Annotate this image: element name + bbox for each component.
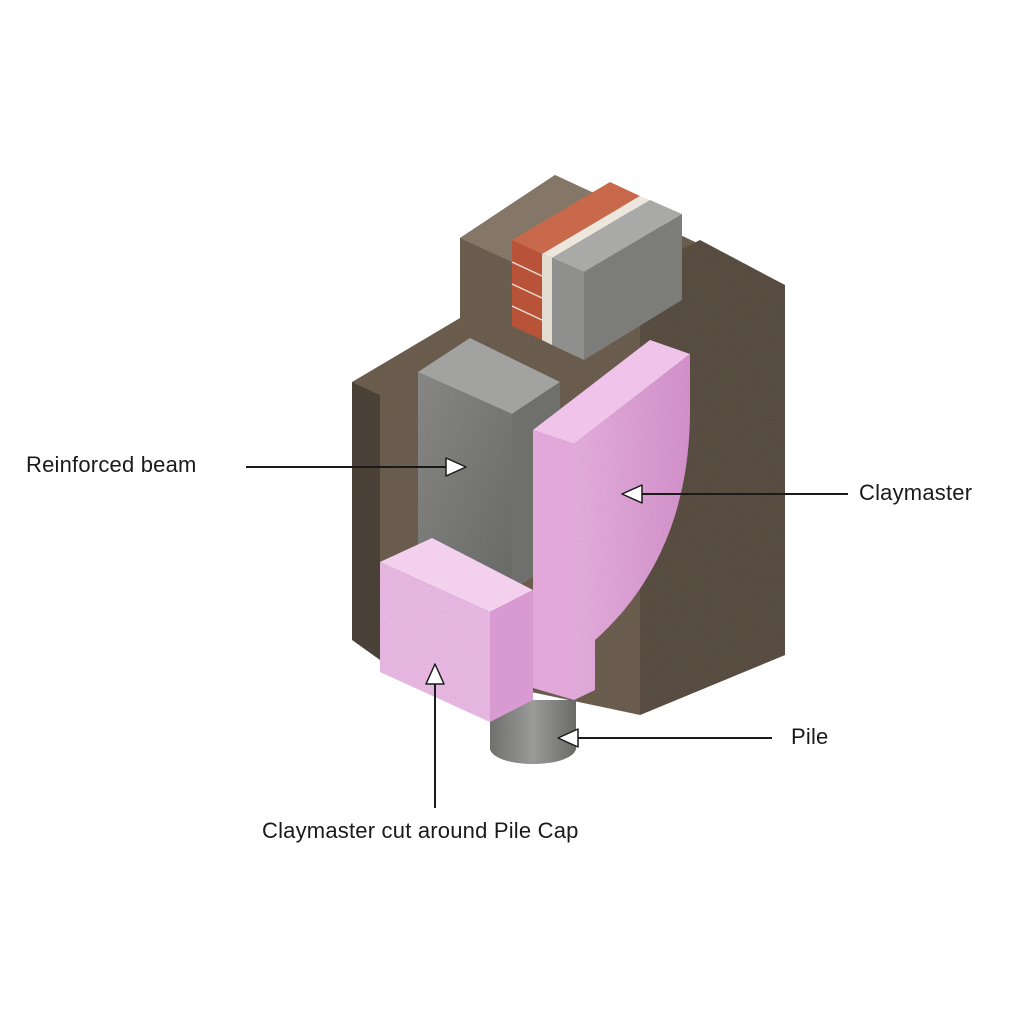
arrowhead-beam <box>445 457 467 477</box>
label-claymaster-cut: Claymaster cut around Pile Cap <box>262 818 579 843</box>
wall-buildup <box>511 182 682 360</box>
arrowheads <box>425 457 643 748</box>
leader-lines <box>246 466 848 808</box>
arrowhead-pile <box>557 728 579 748</box>
arrowhead-claymaster <box>621 484 643 504</box>
claymaster-board <box>533 340 690 700</box>
claymaster-pile-cap <box>380 538 533 722</box>
label-pile: Pile <box>791 724 829 749</box>
label-claymaster: Claymaster <box>859 480 973 505</box>
label-reinforced-beam: Reinforced beam <box>26 452 197 477</box>
arrowhead-cut <box>425 663 445 685</box>
